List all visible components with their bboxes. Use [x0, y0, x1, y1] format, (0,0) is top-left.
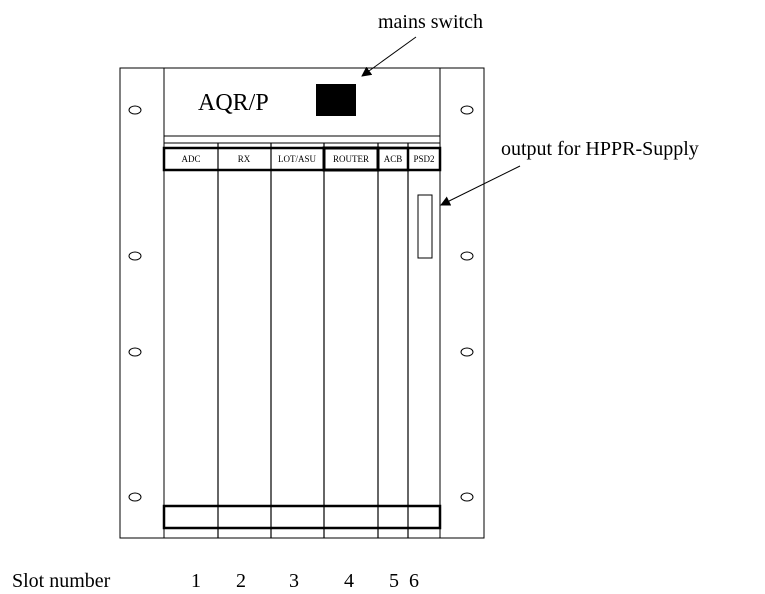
card-label-acb: ACB	[384, 154, 403, 164]
slot-number-1: 1	[191, 570, 201, 592]
left-rack-flange	[119, 67, 165, 539]
card-label-strip	[162, 146, 442, 172]
right-rack-flange	[439, 67, 485, 539]
card-label-rx: RX	[238, 154, 251, 164]
slot-number-4: 4	[344, 570, 354, 592]
card-label-lot-asu: LOT/ASU	[278, 154, 317, 164]
mounting-hole	[128, 105, 142, 115]
mains-switch[interactable]	[316, 84, 356, 116]
slot-number-6: 6	[409, 570, 419, 592]
mains-switch-arrow	[361, 36, 417, 77]
card-label-psd2: PSD2	[413, 154, 434, 164]
mounting-hole	[460, 251, 474, 261]
slot-number-label: Slot number	[12, 570, 111, 592]
mains-switch-annotation: mains switch	[378, 11, 483, 33]
mounting-hole	[128, 347, 142, 357]
card-label-adc: ADC	[181, 154, 200, 164]
card-label-router: ROUTER	[333, 154, 369, 164]
card-cage	[163, 135, 441, 539]
slot-number-5: 5	[389, 570, 399, 592]
output-annotation: output for HPPR-Supply	[501, 138, 699, 160]
acb-label-box	[376, 146, 410, 172]
hppr-output-connector	[417, 194, 433, 259]
mounting-hole	[460, 492, 474, 502]
mounting-hole	[460, 105, 474, 115]
rack-title: AQR/P	[198, 90, 269, 116]
slot-number-2: 2	[236, 570, 246, 592]
mounting-hole	[128, 492, 142, 502]
mounting-hole	[128, 251, 142, 261]
output-arrow	[440, 165, 521, 206]
slot-number-3: 3	[289, 570, 299, 592]
bottom-rail-strip	[162, 504, 442, 530]
mounting-hole	[460, 347, 474, 357]
